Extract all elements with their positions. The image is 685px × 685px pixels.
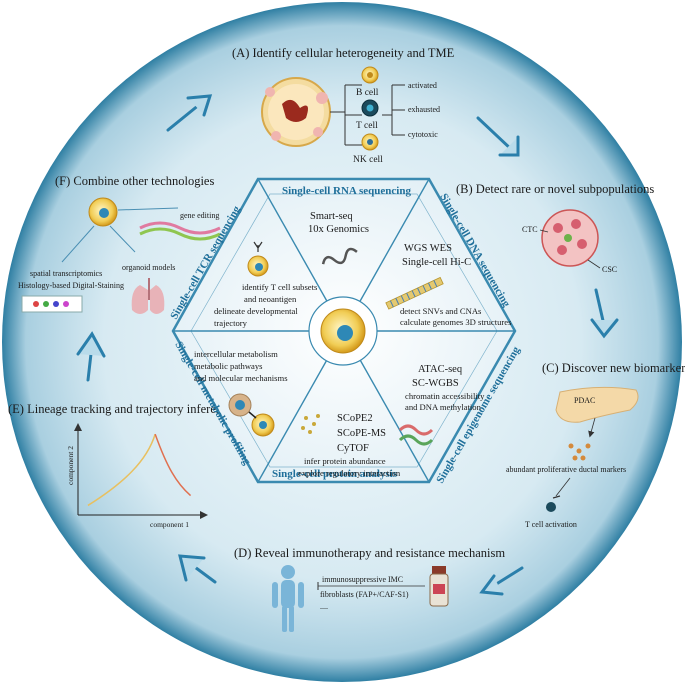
hex-tcr-note-4: trajectory xyxy=(214,318,248,328)
c-result-label: T cell activation xyxy=(525,520,577,529)
e-xlabel: component 1 xyxy=(150,520,189,529)
chromatin-icon xyxy=(398,424,434,446)
f-links xyxy=(61,207,179,263)
slide-icon xyxy=(21,295,83,313)
dna-strand-icon xyxy=(139,221,221,241)
hex-tcr-note-1: identify T cell subsets xyxy=(242,282,318,292)
arrow-left xyxy=(76,331,106,382)
c-marker-label: abundant proliferative ductal markers xyxy=(506,465,626,474)
hex-dna-note-2: calculate genomes 3D structures xyxy=(400,317,512,327)
hex-dna-method-1: WGS WES xyxy=(404,243,452,254)
section-c-title: (C) Discover new biomarkers xyxy=(542,361,685,375)
hex-metabolic-note-3: and molecular mechanisms xyxy=(194,373,288,383)
section-e-title: (E) Lineage tracking and trajectory infe… xyxy=(8,402,234,416)
tme-branches xyxy=(330,84,405,146)
trajectory-plot: component 1 component 2 xyxy=(66,423,208,529)
section-d-title: (D) Reveal immunotherapy and resistance … xyxy=(234,546,505,560)
hex-epi-note-1: chromatin accessibility xyxy=(405,391,485,401)
section-f-title: (F) Combine other technologies xyxy=(55,174,214,188)
hex-rna-title: Single-cell RNA sequencing xyxy=(282,185,411,197)
cell-interaction-icon xyxy=(228,393,275,437)
label-ctc: CTC xyxy=(522,225,538,234)
label-csc: CSC xyxy=(602,265,617,274)
trajectory-curve-2 xyxy=(154,433,192,497)
f-item-histology: Histology-based Digital-Staining xyxy=(18,281,124,290)
e-ylabel: component 2 xyxy=(66,446,75,485)
arrow-bottom-left xyxy=(178,554,217,584)
central-hexagon xyxy=(171,177,517,484)
f-item-spatial: spatial transcriptomics xyxy=(30,269,102,278)
f-item-organoid: organoid models xyxy=(122,263,175,272)
arrow-bottom-right xyxy=(479,566,524,596)
trajectory-curve-1 xyxy=(87,433,156,507)
hex-epi-method-2: SC-WGBS xyxy=(412,378,459,389)
d-line-imc: immunosuppressive IMC xyxy=(322,575,403,584)
b-cell-label: B cell xyxy=(356,88,379,98)
hex-protein-method-2: SCoPE-MS xyxy=(337,428,386,439)
lungs-icon xyxy=(131,278,165,314)
hex-tcr-note-3: delineate developmental xyxy=(214,306,298,316)
hex-protein-note-1: infer protein abundance xyxy=(304,456,386,466)
hex-tcr-note-2: and neoantigen xyxy=(244,294,297,304)
arrow-top-left xyxy=(166,94,213,132)
arrow-top-right xyxy=(476,116,520,157)
f-item-gene-editing: gene editing xyxy=(180,211,219,220)
drug-vial-icon xyxy=(429,566,449,607)
d-line-fibroblasts: fibroblasts (FAP+/CAF-S1) xyxy=(320,590,409,599)
c-tcell-icon xyxy=(546,502,556,512)
hex-metabolic-note-2: metabolic pathways xyxy=(194,361,263,371)
tumor-illustration xyxy=(261,77,331,147)
hex-metabolic-note-1: intercellular metabolism xyxy=(194,349,278,359)
hex-protein-method-1: SCoPE2 xyxy=(337,413,373,424)
dna-ladder-icon xyxy=(385,276,444,310)
hex-protein-title: Single-cell protein analysis xyxy=(272,468,398,480)
hex-protein-method-3: CyTOF xyxy=(337,443,369,454)
section-b-title: (B) Detect rare or novel subpopulations xyxy=(456,182,654,196)
d-line-more: .... xyxy=(320,602,328,611)
c-organ-label: PDAC xyxy=(574,396,595,405)
t-cell-label: T cell xyxy=(356,121,378,131)
pancreas-icon xyxy=(555,386,639,423)
hex-dna-method-2: Single-cell Hi-C xyxy=(402,257,471,268)
section-a-title: (A) Identify cellular heterogeneity and … xyxy=(232,46,455,60)
state-exhausted: exhausted xyxy=(408,105,440,114)
tcell-receptor-icon xyxy=(247,241,269,277)
hex-dna-note-1: detect SNVs and CNAs xyxy=(400,306,482,316)
protein-dots-icon xyxy=(301,414,320,434)
marker-dots-icon xyxy=(568,443,591,461)
rna-strand-icon xyxy=(321,247,358,265)
arrow-right xyxy=(590,288,619,339)
hex-protein-note-2: explore regulatory interaction xyxy=(298,468,401,478)
nk-cell-label: NK cell xyxy=(353,155,383,165)
hex-rna-method-2: 10x Genomics xyxy=(308,224,369,235)
human-figure-icon xyxy=(272,565,304,632)
state-cytotoxic: cytotoxic xyxy=(408,130,438,139)
hex-rna-method-1: Smart-seq xyxy=(310,211,353,222)
hex-epi-note-2: and DNA methylation xyxy=(405,402,482,412)
tissue-cluster-icon xyxy=(541,209,599,267)
state-activated: activated xyxy=(408,81,437,90)
hex-epi-method-1: ATAC-seq xyxy=(418,364,463,375)
cycle-arrows xyxy=(76,94,619,596)
